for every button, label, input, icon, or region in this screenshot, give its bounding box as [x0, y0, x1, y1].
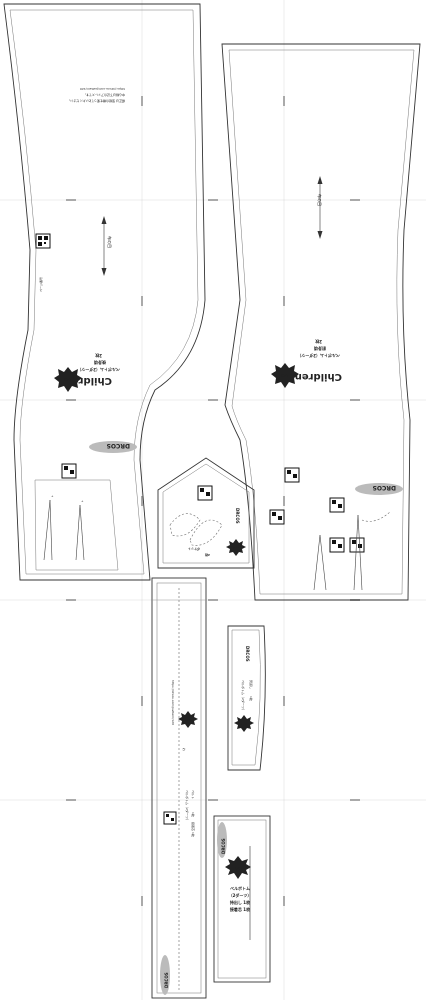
drcos-logo: DRCOS — [221, 838, 226, 854]
svg-text:120: 120 — [233, 546, 239, 550]
size-badge: 120 — [225, 856, 251, 879]
piece-part: 前身頃 — [313, 346, 326, 352]
drcos-logo: DRCOS — [164, 972, 169, 988]
piece-count: 1枚 — [191, 812, 196, 817]
piece-name: ベルボトム（2ダーツ） — [185, 790, 190, 822]
svg-text:120: 120 — [281, 373, 290, 378]
svg-text:120: 120 — [64, 377, 73, 382]
svg-text:+: + — [81, 499, 84, 503]
size-badge: 120 — [178, 711, 198, 728]
qr-code — [269, 467, 365, 553]
piece-count: 2枚 — [204, 553, 210, 558]
grain-label: 布の目 — [317, 194, 323, 206]
svg-text:+: + — [51, 494, 54, 498]
qr-code — [61, 463, 77, 479]
drcos-logo: DRCOS — [107, 442, 130, 449]
front-pants-piece: 布の目 ベルボトム（2ダーツ） 前身頃 2枚 Childrens 120 DRC… — [221, 43, 421, 601]
piece-name: ベルボトム（2ダーツ） — [77, 367, 120, 373]
interlining: 接着芯 1枚 — [230, 906, 250, 912]
drcos-logo: DRCOS — [373, 484, 396, 491]
piece-part: ベルト — [191, 790, 195, 799]
size-badge: 120 — [226, 539, 246, 556]
qr-code — [197, 485, 213, 501]
facing-piece: DRCOS ベルボトム（2ダーツ） 見返し 1枚 120 — [227, 625, 266, 771]
fold-mark: わ — [182, 748, 187, 751]
qr-code — [35, 233, 51, 249]
qr-code — [163, 811, 177, 825]
piece-count: 2枚 — [95, 353, 102, 359]
drcos-logo: DRCOS — [235, 508, 240, 524]
piece-name: ベルボトム（2ダーツ） — [297, 353, 340, 359]
note-line-1: 補正は 型紙の端を使ってお入れください。 — [67, 99, 125, 104]
svg-text:120: 120 — [185, 718, 191, 722]
piece-count: 1枚 — [249, 696, 254, 701]
interlining: 接着芯 1枚 — [191, 822, 196, 837]
piece-name: ベルボトム（2ダーツ） — [241, 680, 246, 712]
piece-name: ベルボトム — [230, 885, 250, 891]
piece-count: 2枚 — [315, 339, 322, 345]
size-badge: 120 — [54, 367, 82, 392]
piece-name: ポケット — [188, 547, 200, 552]
drcos-logo: DRCOS — [245, 646, 250, 662]
svg-text:120: 120 — [241, 722, 247, 726]
svg-text:ページ番号: ページ番号 — [38, 277, 43, 292]
note-line-3: https://drcos.com/pattern/120 — [80, 87, 125, 91]
piece-name-2: （2ダーツ） — [229, 892, 252, 898]
brand-logo: Childrens — [289, 371, 342, 382]
back-pants-piece: 布の目 補正は 型紙の端を使ってお入れください。 中心線は下記のアドレスです。 … — [3, 3, 206, 581]
grain-label: 布の目 — [107, 236, 113, 248]
size-badge: 120 — [271, 363, 299, 388]
piece-part: 見返し — [249, 680, 254, 689]
belt-piece: ベルボトム（2ダーツ） ベルト 1枚 接着芯 1枚 わ https://drco… — [151, 577, 207, 999]
svg-text:120: 120 — [234, 866, 243, 871]
belt-url: https://drcos.com/pattern/120 — [171, 680, 175, 725]
flap-piece: DRCOS 120 ベルボトム （2ダーツ） 持出し 1枚 接着芯 1枚 — [213, 815, 271, 983]
piece-part: 持出し 1枚 — [230, 899, 250, 905]
piece-part: 後身頃 — [93, 360, 106, 366]
note-line-2: 中心線は下記のアドレスです。 — [83, 93, 125, 98]
brand-logo: Childrens — [59, 375, 112, 386]
pocket-piece: ポケット 2枚 DRCOS 120 — [157, 457, 255, 569]
size-badge: 120 — [234, 715, 254, 732]
